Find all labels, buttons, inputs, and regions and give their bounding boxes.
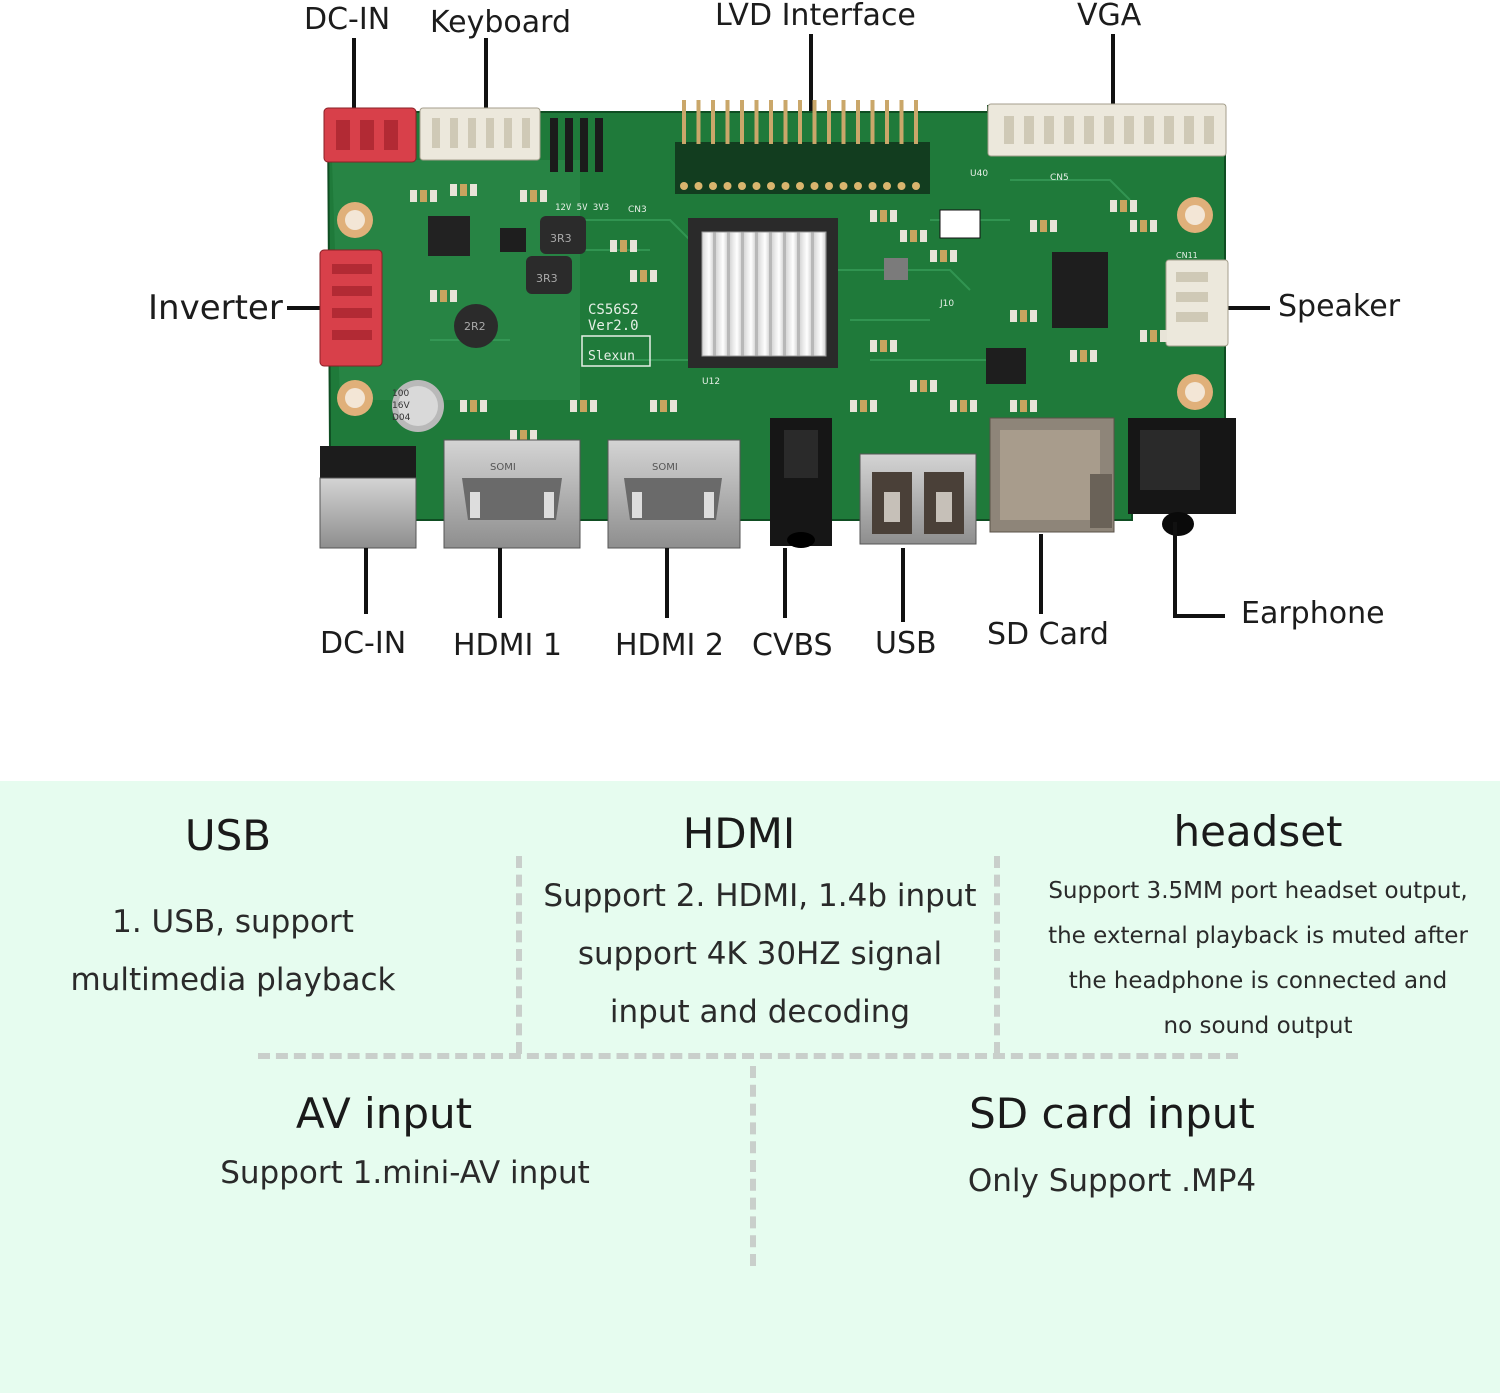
divider-vertical <box>750 1066 756 1266</box>
label-vga: VGA <box>1077 0 1142 33</box>
leader-sdcard <box>1039 534 1043 614</box>
feature-panel: USB 1. USB, support multimedia playback … <box>0 781 1500 1393</box>
headset-text: Support 3.5MM port headset output, the e… <box>1048 878 1468 1039</box>
earphone-jack <box>1128 418 1236 536</box>
chip <box>1052 252 1108 328</box>
svg-text:Slexun: Slexun <box>588 349 635 364</box>
controller-board-illustration: 12V 5V 3V3 3R3 3R3 2R2 100 16V D04 CS56S… <box>319 100 1236 549</box>
leader-keyboard <box>484 38 488 112</box>
leader-speaker <box>1222 306 1270 310</box>
svg-text:Ver2.0: Ver2.0 <box>588 318 639 334</box>
board-logo: CS56S2 Ver2.0 Slexun <box>581 302 651 367</box>
hdmi-mark: SOMI <box>652 462 678 473</box>
leader-hdmi1 <box>498 548 502 618</box>
usb-text: 1. USB, support multimedia playback <box>70 904 396 998</box>
hdmi-mark: SOMI <box>490 462 516 473</box>
vga-header-connector <box>987 103 1227 157</box>
label-lvd-interface: LVD Interface <box>715 0 916 33</box>
headset-title: headset <box>1173 807 1343 856</box>
usb-title: USB <box>184 811 272 860</box>
inductor-mark: 2R2 <box>464 320 486 333</box>
label-sdcard: SD Card <box>987 617 1109 652</box>
voltage-mark: 12V 5V 3V3 <box>555 203 609 213</box>
capacitor-mark: 100 <box>392 389 409 399</box>
sd-card-slot <box>989 417 1115 533</box>
av-input-text: Support 1.mini-AV input <box>220 1155 590 1191</box>
divider-vertical <box>994 856 1000 1054</box>
chip <box>986 348 1026 384</box>
usb-port <box>859 453 977 545</box>
dcin-jack <box>319 446 417 549</box>
capacitor-mark: 16V <box>392 401 410 411</box>
chip <box>428 216 470 256</box>
leader-inverter <box>287 306 327 310</box>
keyboard-header-connector <box>419 107 541 161</box>
chip <box>939 209 981 239</box>
inductor-mark: 3R3 <box>536 272 558 285</box>
silk-cn5: CN5 <box>1050 173 1069 183</box>
hdmi-text: Support 2. HDMI, 1.4b input support 4K 3… <box>543 878 977 1030</box>
heatsink <box>688 218 838 368</box>
hdmi2-port: SOMI <box>607 439 741 549</box>
dcin-header-connector <box>323 107 417 163</box>
mounting-hole <box>337 380 373 416</box>
label-dcin-top: DC-IN <box>304 2 391 37</box>
cvbs-jack <box>770 418 832 548</box>
leader-lvd <box>809 34 813 112</box>
label-keyboard: Keyboard <box>430 5 572 40</box>
label-cvbs: CVBS <box>752 628 833 663</box>
label-inverter: Inverter <box>148 288 283 328</box>
inductor <box>454 304 498 348</box>
divider-vertical <box>516 856 522 1054</box>
divider-horizontal <box>258 1053 1238 1059</box>
silk-j10: J10 <box>939 299 954 309</box>
svg-text:CS56S2: CS56S2 <box>588 302 639 318</box>
hdmi-title: HDMI <box>682 809 796 858</box>
leader-usb <box>901 548 905 622</box>
speaker-connector <box>1165 259 1229 347</box>
leader-hdmi2 <box>665 548 669 618</box>
inverter-connector <box>319 249 383 367</box>
leader-dcin-bottom <box>364 548 368 614</box>
silk-u40: U40 <box>970 169 988 179</box>
label-usb: USB <box>875 626 937 661</box>
capacitor-mark: D04 <box>392 413 411 423</box>
label-hdmi2: HDMI 2 <box>615 628 725 663</box>
leader-vga <box>1111 34 1115 108</box>
inductor-mark: 3R3 <box>550 232 572 245</box>
leader-cvbs <box>783 548 787 618</box>
chip <box>500 228 526 252</box>
leader-dcin-top <box>352 38 356 112</box>
av-input-title: AV input <box>295 1089 473 1138</box>
sd-card-input-title: SD card input <box>969 1089 1255 1138</box>
silk-cn11: CN11 <box>1176 251 1198 260</box>
inductor <box>526 256 572 294</box>
mounting-hole <box>337 202 373 238</box>
hdmi1-port: SOMI <box>443 439 581 549</box>
label-hdmi1: HDMI 1 <box>453 628 563 663</box>
mounting-hole <box>1177 374 1213 410</box>
chip <box>884 258 908 280</box>
leader-earphone-v <box>1173 522 1177 618</box>
label-dcin-bottom: DC-IN <box>320 626 407 661</box>
leader-earphone-h <box>1173 614 1225 618</box>
inductor <box>540 216 586 254</box>
capacitor: 100 16V D04 <box>392 380 444 432</box>
mounting-hole <box>1177 197 1213 233</box>
silk-cn3: CN3 <box>628 205 647 215</box>
lvds-pin-header <box>675 100 930 194</box>
jumper-pins <box>550 118 603 172</box>
label-earphone: Earphone <box>1241 596 1385 631</box>
label-speaker: Speaker <box>1278 289 1401 324</box>
silk-u12: U12 <box>702 377 720 387</box>
sd-card-input-text: Only Support .MP4 <box>967 1163 1257 1199</box>
